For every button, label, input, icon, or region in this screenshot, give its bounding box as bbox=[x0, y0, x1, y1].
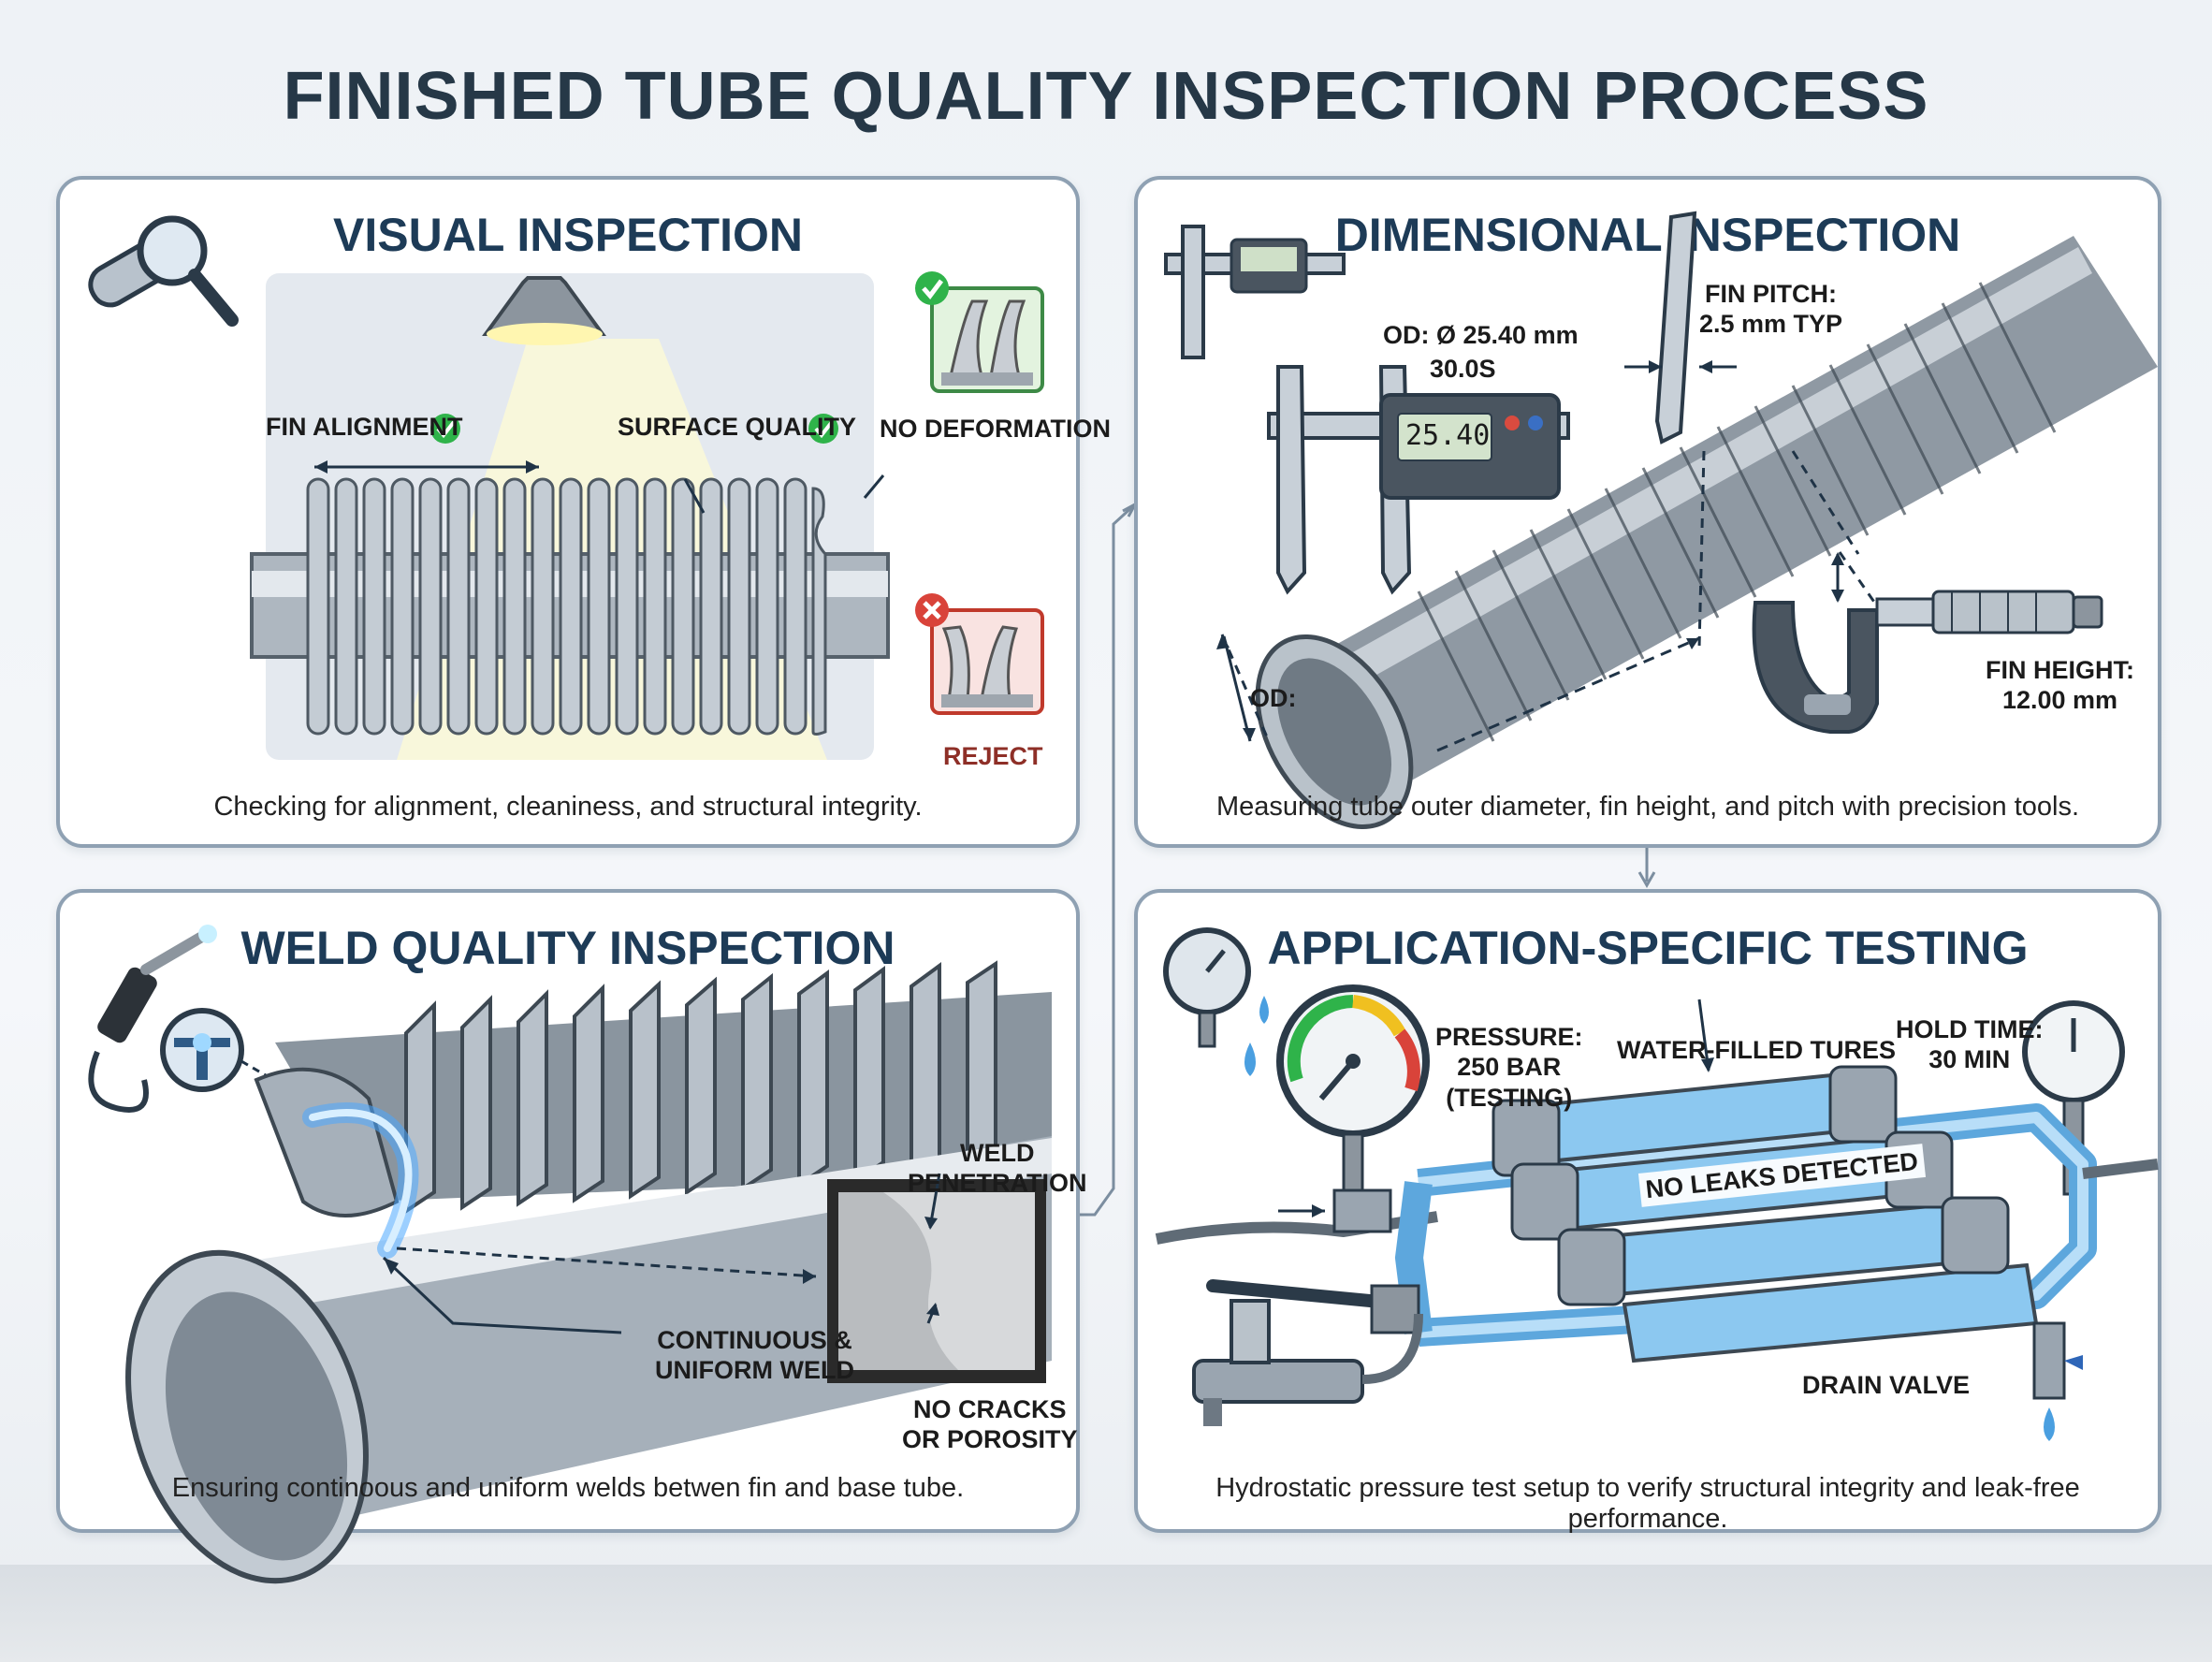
label-fin-pitch-title: FIN PITCH: bbox=[1705, 280, 1838, 308]
label-weld-penetration-line2: PENETRATION bbox=[908, 1169, 1087, 1198]
check-icon bbox=[430, 414, 460, 444]
label-hold-time: HOLD TIME: 30 MIN bbox=[1896, 1014, 2043, 1075]
label-drain-valve: DRAIN VALVE bbox=[1802, 1371, 1971, 1399]
caliper-icon bbox=[1164, 225, 1346, 359]
fins-row bbox=[306, 477, 827, 736]
micrometer-icon bbox=[1752, 590, 2103, 734]
label-water-filled-tubes: WATER-FILLED TURES bbox=[1617, 1036, 1896, 1064]
lamp-icon bbox=[482, 276, 606, 336]
panel-title: VISUAL INSPECTION bbox=[333, 209, 803, 261]
caliper-display bbox=[1397, 413, 1492, 461]
label-no-deformation: NO DEFORMATION bbox=[880, 415, 1111, 443]
visual-inspection-illustration bbox=[88, 215, 1044, 760]
panel-visual-inspection: VISUAL INSPECTION bbox=[56, 176, 1111, 848]
label-continuous-weld-line2: UNIFORM WELD bbox=[655, 1356, 854, 1385]
caliper-icon bbox=[1267, 365, 1570, 595]
label-no-cracks-line2: OR POROSITY bbox=[902, 1425, 1078, 1454]
testing-illustration bbox=[1155, 927, 2159, 1441]
panel-title: WELD QUALITY INSPECTION bbox=[240, 922, 895, 974]
label-od-short: OD: bbox=[1250, 684, 1297, 712]
dimensional-inspection-illustration bbox=[1164, 211, 2158, 829]
label-continuous-weld-line1: CONTINUOUS & bbox=[657, 1326, 852, 1354]
label-no-cracks: NO CRACKS OR POROSITY bbox=[902, 1394, 1078, 1455]
caliper-readout: 25.40 bbox=[1405, 419, 1491, 452]
label-fin-pitch: FIN PITCH: 2.5 mm TYP bbox=[1699, 279, 1842, 340]
water-drop-icon bbox=[1244, 1042, 1256, 1076]
label-surface-quality: SURFACE QUALITY bbox=[618, 413, 857, 441]
pitch-gauge bbox=[1654, 211, 1697, 445]
label-hold-time-line1: HOLD TIME: bbox=[1896, 1015, 2044, 1043]
label-no-cracks-line1: NO CRACKS bbox=[913, 1395, 1067, 1423]
label-fin-height-title: FIN HEIGHT: bbox=[1986, 656, 2134, 684]
caption-dimensional: Measuring tube outer diameter, fin heigh… bbox=[1215, 792, 2080, 822]
label-reject: REJECT bbox=[943, 742, 1043, 770]
label-pressure-line1: PRESSURE: bbox=[1435, 1023, 1583, 1051]
label-weld-penetration: WELD PENETRATION bbox=[908, 1138, 1087, 1199]
pressure-gauge-icon bbox=[1163, 927, 1251, 1048]
weld-inspection-illustration bbox=[88, 925, 1052, 1584]
panel-dimensional-inspection: DIMENSIONAL INSPECTION bbox=[1134, 176, 2161, 848]
label-pressure-line2: 250 BAR bbox=[1457, 1053, 1562, 1082]
caption-testing: Hydrostatic pressure test setup to verif… bbox=[1215, 1473, 2080, 1534]
label-fin-pitch-value: 2.5 mm TYP bbox=[1699, 310, 1843, 339]
check-icon bbox=[808, 414, 838, 444]
page-title: FINISHED TUBE QUALITY INSPECTION PROCESS bbox=[283, 59, 1929, 134]
label-fin-alignment: FIN ALIGNMENT bbox=[266, 413, 463, 441]
label-od-tolerance: 30.0S bbox=[1430, 355, 1496, 383]
label-pressure-line3: (TESTING) bbox=[1446, 1083, 1573, 1112]
magnifier-tube-icon bbox=[88, 215, 239, 327]
label-fin-height-value: 12.00 mm bbox=[2001, 686, 2118, 715]
finned-tube bbox=[1255, 236, 2158, 829]
footer-band bbox=[0, 1565, 2212, 1662]
caption-visual: Checking for alignment, cleaniness, and … bbox=[213, 792, 923, 822]
label-fin-height: FIN HEIGHT: 12.00 mm bbox=[1986, 655, 2134, 716]
label-hold-time-line2: 30 MIN bbox=[1928, 1045, 2011, 1074]
label-weld-penetration-line1: WELD bbox=[960, 1139, 1035, 1167]
panel-application-testing: APPLICATION-SPECIFIC TESTING bbox=[1134, 889, 2161, 1534]
hand-pump-icon bbox=[1192, 1279, 1423, 1426]
drain-valve-icon bbox=[2032, 1321, 2066, 1400]
water-drop-icon bbox=[1259, 996, 1269, 1024]
panel-title: DIMENSIONAL INSPECTION bbox=[1334, 209, 1961, 261]
water-drop-icon bbox=[2044, 1407, 2055, 1441]
label-pressure: PRESSURE: 250 BAR (TESTING) bbox=[1435, 1022, 1583, 1113]
label-od-value: OD: Ø 25.40 mm bbox=[1383, 321, 1579, 349]
label-continuous-weld: CONTINUOUS & UNIFORM WELD bbox=[655, 1325, 854, 1386]
caption-weld: Ensuring continoous and uniform welds be… bbox=[171, 1473, 965, 1503]
check-icon bbox=[915, 271, 949, 305]
welding-torch-icon bbox=[88, 925, 217, 1113]
panel-title: APPLICATION-SPECIFIC TESTING bbox=[1267, 922, 2029, 974]
pressure-gauge-icon bbox=[1276, 984, 1430, 1192]
panel-weld-inspection: WELD QUALITY INSPECTION bbox=[56, 889, 1087, 1584]
